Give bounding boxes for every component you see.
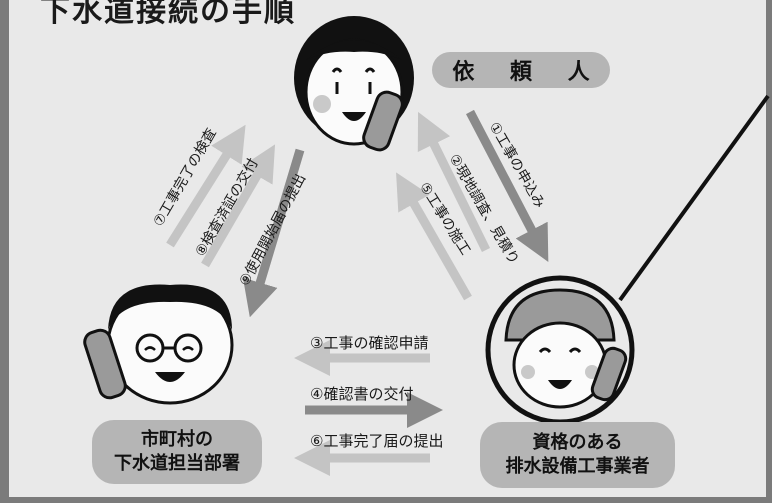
contractor-line2: 排水設備工事業者: [505, 456, 650, 477]
bottom-border: [0, 497, 772, 503]
requester-label: 依 頼 人: [432, 52, 610, 88]
municipality-line2: 下水道担当部署: [114, 453, 240, 474]
contractor-label: 資格のある 排水設備工事業者: [480, 422, 675, 488]
arrow-step1: [466, 109, 549, 262]
arrow-step5: [396, 172, 472, 301]
page-title: 下水道接続の手順: [40, 0, 296, 29]
arrow-step9: [242, 148, 305, 318]
worker-helmet-icon: [485, 275, 635, 425]
municipality-line1: 市町村の: [141, 429, 213, 450]
step6-label: ⑥工事完了届の提出: [310, 432, 444, 450]
callout-line: [618, 94, 770, 302]
left-border: [0, 0, 9, 503]
step3-label: ③工事の確認申請: [310, 334, 429, 352]
contractor-line1: 資格のある: [532, 432, 623, 453]
step4-label: ④確認書の交付: [310, 385, 414, 403]
arrow-step8: [201, 144, 276, 268]
arrow-step2: [417, 111, 491, 252]
arrow-step7: [166, 124, 246, 248]
man-glasses-phone-icon: [83, 284, 234, 405]
woman-phone-icon: [294, 16, 414, 152]
municipality-label: 市町村の 下水道担当部署: [92, 420, 262, 484]
right-border: [766, 0, 772, 503]
requester-text: 依 頼 人: [452, 60, 604, 85]
